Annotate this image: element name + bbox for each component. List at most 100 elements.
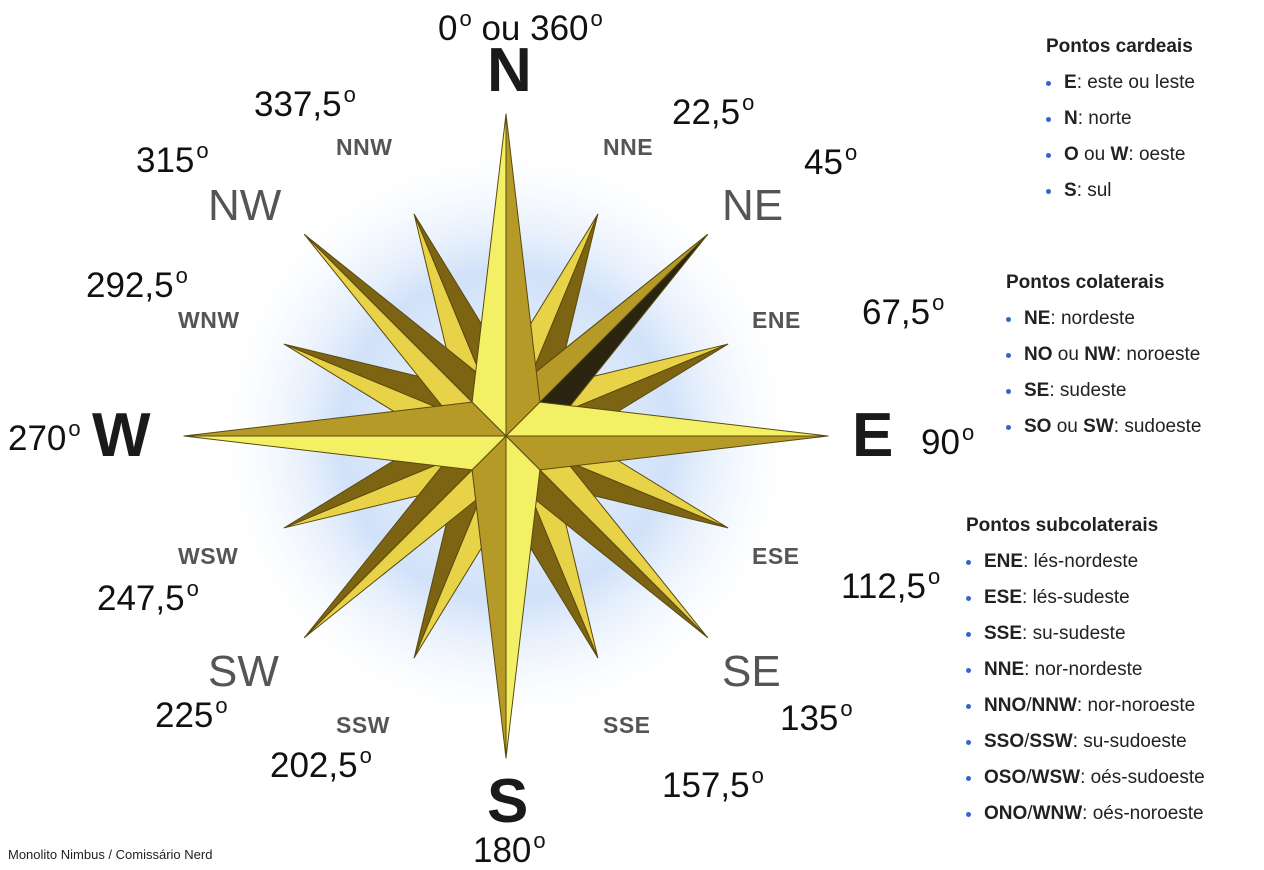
legend-abbr-alt: NW	[1084, 344, 1116, 365]
legend-description: : nor-noroeste	[1076, 695, 1196, 716]
wnw-label: WNW	[178, 307, 240, 333]
north-label: N	[487, 36, 532, 105]
legend-separator: /	[1026, 695, 1032, 716]
ssw-label: SSW	[336, 712, 390, 738]
southwest-label: SW	[208, 647, 279, 696]
legend-description: : sudeste	[1049, 380, 1127, 401]
legend-item: ESE: lés-sudeste	[966, 587, 1205, 623]
legend-abbr: SSO	[984, 731, 1025, 752]
legend-separator: /	[1024, 731, 1030, 752]
degree-sse: 157,5o	[662, 763, 764, 805]
degree-nnw: 337,5o	[254, 82, 356, 124]
legend-description: : nor-nordeste	[1024, 659, 1143, 680]
legend-item: NE: nordeste	[1006, 308, 1201, 344]
degree-se: 135o	[780, 696, 853, 738]
image-credit: Monolito Nimbus / Comissário Nerd	[8, 847, 213, 862]
legend-description: : oés-noroeste	[1082, 803, 1204, 824]
degree-ssw: 202,5o	[270, 743, 372, 785]
legend-description: : lés-nordeste	[1023, 551, 1139, 572]
degree-nne: 22,5o	[672, 90, 755, 132]
legend-item: SSE: su-sudeste	[966, 623, 1205, 659]
legend-item: ONO/WNW: oés-noroeste	[966, 803, 1205, 839]
legend-abbr: ENE	[984, 551, 1024, 572]
east-label: E	[852, 401, 894, 470]
cardinal-ray-right	[183, 401, 507, 437]
degree-n: 0o ou 360o	[438, 6, 603, 48]
degree-ese: 112,5o	[841, 564, 941, 606]
legend-separator: /	[1027, 803, 1033, 824]
legend-abbr: SO	[1024, 416, 1052, 437]
degree-wsw: 247,5o	[97, 576, 199, 618]
legend-description: : norte	[1077, 108, 1132, 129]
legend-abbr: O	[1064, 144, 1079, 165]
legend-item: NNE: nor-nordeste	[966, 659, 1205, 695]
legend-abbr: NO	[1024, 344, 1053, 365]
degree-ne: 45o	[804, 140, 858, 182]
legend-subcolaterais-title: Pontos subcolaterais	[966, 515, 1159, 536]
legend-abbr: NNO	[984, 695, 1027, 716]
degree-sw: 225o	[155, 693, 228, 735]
degree-s: 180o	[473, 828, 546, 870]
legend-item: S: sul	[1046, 180, 1195, 216]
southeast-label: SE	[722, 647, 781, 696]
legend-abbr: E	[1064, 72, 1077, 93]
legend-abbr-alt: SW	[1083, 416, 1114, 437]
legend-abbr: OSO	[984, 767, 1027, 788]
south-label: S	[487, 767, 529, 836]
legend-item: OSO/WSW: oés-sudoeste	[966, 767, 1205, 803]
legend-item: NNO/NNW: nor-noroeste	[966, 695, 1205, 731]
legend-abbr-alt: WSW	[1031, 767, 1081, 788]
legend-item: O ou W: oeste	[1046, 144, 1195, 180]
legend-abbr-alt: SSW	[1029, 731, 1073, 752]
legend-abbr-alt: W	[1110, 144, 1129, 165]
degree-e: 90o	[921, 420, 975, 462]
degree-ene: 67,5o	[862, 290, 945, 332]
ese-label: ESE	[752, 543, 800, 569]
northeast-label: NE	[722, 181, 784, 230]
legend-abbr: NE	[1024, 308, 1051, 329]
legend-item: SSO/SSW: su-sudoeste	[966, 731, 1205, 767]
wsw-label: WSW	[178, 543, 239, 569]
legend-abbr: N	[1064, 108, 1078, 129]
legend-description: : sul	[1076, 180, 1112, 201]
legend-description: : oeste	[1128, 144, 1186, 165]
sse-label: SSE	[603, 712, 651, 738]
legend-description: : este ou leste	[1076, 72, 1195, 93]
nne-label: NNE	[603, 134, 654, 160]
legend-separator: ou	[1051, 416, 1084, 437]
northwest-label: NW	[208, 181, 282, 230]
legend-description: : su-sudeste	[1022, 623, 1126, 644]
legend-description: : su-sudoeste	[1072, 731, 1187, 752]
nnw-label: NNW	[336, 134, 393, 160]
legend-separator: ou	[1078, 144, 1111, 165]
legend-item: N: norte	[1046, 108, 1195, 144]
legend-description: : noroeste	[1115, 344, 1201, 365]
legend-cardeais-title: Pontos cardeais	[1046, 36, 1193, 57]
legend-separator: ou	[1052, 344, 1085, 365]
legend-description: : lés-sudeste	[1022, 587, 1130, 608]
legend-item: SE: sudeste	[1006, 380, 1201, 416]
legend-abbr-alt: WNW	[1032, 803, 1083, 824]
legend-abbr: ESE	[984, 587, 1023, 608]
degree-nw: 315o	[136, 138, 209, 180]
degree-w: 270o	[8, 416, 81, 458]
legend-abbr: SSE	[984, 623, 1023, 644]
west-label: W	[92, 401, 151, 470]
legend-abbr: SE	[1024, 380, 1050, 401]
degree-wnw: 292,5o	[86, 263, 188, 305]
legend-colaterais-title: Pontos colaterais	[1006, 272, 1165, 293]
ene-label: ENE	[752, 307, 801, 333]
legend-item: E: este ou leste	[1046, 72, 1195, 108]
legend-description: : sudoeste	[1113, 416, 1202, 437]
legend-abbr-alt: NNW	[1031, 695, 1077, 716]
legend-item: SO ou SW: sudoeste	[1006, 416, 1201, 452]
legend-item: NO ou NW: noroeste	[1006, 344, 1201, 380]
legend-description: : oés-sudoeste	[1080, 767, 1205, 788]
